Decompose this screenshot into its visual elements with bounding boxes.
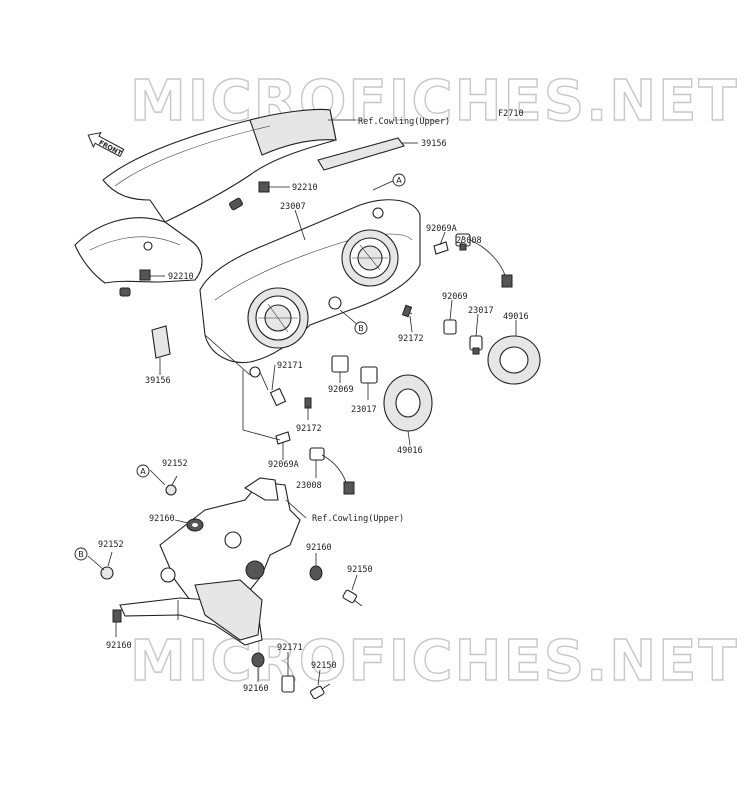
mounting-bracket	[100, 477, 363, 700]
ref-circle-b-top: B	[354, 321, 368, 335]
front-label: FRONT	[97, 139, 123, 158]
part-label: 23008	[296, 481, 322, 491]
part-label: 92069	[328, 385, 354, 395]
part-label: 92069A	[426, 224, 457, 234]
bulb-assembly-right	[401, 233, 541, 385]
part-label: 92160	[106, 641, 132, 651]
part-label: 23017	[468, 306, 494, 316]
svg-text:B: B	[358, 324, 364, 333]
part-label: 92210	[168, 272, 194, 282]
ref-cowling-upper-top: Ref.Cowling(Upper)	[358, 117, 450, 127]
part-label: 92160	[306, 543, 332, 553]
part-label: 92152	[98, 540, 124, 550]
front-arrow-icon: FRONT	[87, 132, 125, 158]
part-label: 92160	[149, 514, 175, 524]
part-label: 92210	[292, 183, 318, 193]
part-label: 92152	[162, 459, 188, 469]
diagram-code: F2710	[498, 109, 524, 119]
part-label: 92160	[243, 684, 269, 694]
leader-lines	[87, 119, 517, 686]
part-label: 92172	[296, 424, 322, 434]
part-label: 39156	[421, 139, 447, 149]
seal-39156-top	[317, 137, 405, 171]
reflector-left	[247, 287, 309, 349]
ref-circle-b-bottom: B	[74, 547, 88, 561]
part-label: 92171	[277, 361, 303, 371]
svg-text:A: A	[396, 176, 402, 185]
part-label: 92069A	[268, 460, 299, 470]
svg-text:A: A	[140, 467, 146, 476]
part-label: 92172	[398, 334, 424, 344]
ref-cowling-upper-bracket: Ref.Cowling(Upper)	[312, 514, 404, 524]
headlight-housing	[74, 108, 421, 378]
seal-39156-left	[151, 325, 171, 359]
clip-92210-a	[258, 181, 270, 193]
part-label: 23008	[456, 236, 482, 246]
part-label: 92150	[311, 661, 337, 671]
svg-text:B: B	[78, 550, 84, 559]
watermark-top: MICROFICHES.NET	[130, 69, 739, 134]
part-label: 23007	[280, 202, 306, 212]
reflector-right	[341, 229, 399, 287]
part-label: 92150	[347, 565, 373, 575]
part-label: 39156	[145, 376, 171, 386]
ref-circle-a-bottom: A	[136, 464, 150, 478]
part-label: 49016	[503, 312, 529, 322]
bulb-assembly-center	[269, 355, 433, 495]
part-label: 49016	[397, 446, 423, 456]
part-label: 92069	[442, 292, 468, 302]
part-label: 23017	[351, 405, 377, 415]
part-label: 92171	[277, 643, 303, 653]
ref-circle-a-top: A	[392, 173, 406, 187]
watermark-bottom: MICROFICHES.NET	[130, 629, 739, 694]
clip-92210-b	[139, 269, 151, 281]
